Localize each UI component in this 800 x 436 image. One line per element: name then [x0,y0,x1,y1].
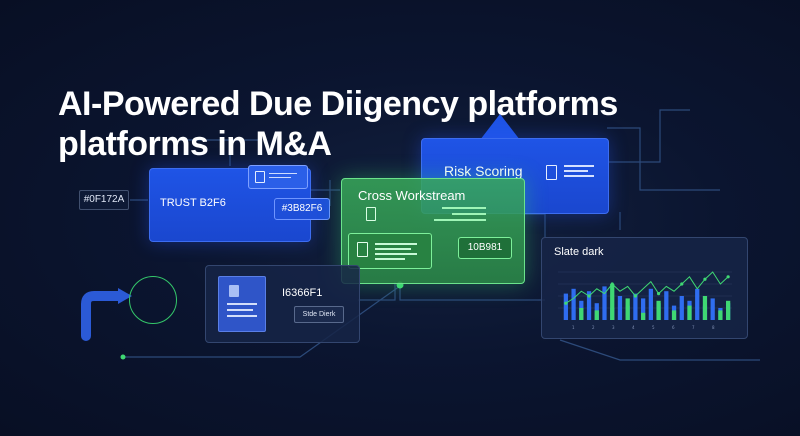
color-chip-blue: #3B82F6 [274,198,330,220]
chart-tick-label: 3 [612,325,615,330]
chart-bar [633,293,638,320]
document-icon-glyph [229,285,239,297]
chart-tick-label: 2 [592,325,595,330]
text-line [434,219,486,221]
chart-bar [664,291,669,320]
text-line [375,258,405,260]
chart-bar [648,288,653,320]
risk-card-pointer [480,114,520,140]
chart-point [680,282,684,286]
page-title: AI-Powered Due Diigency platforms platfo… [58,84,658,164]
chart-panel[interactable]: 1 2 3 4 5 6 7 8 Slate dark [541,237,748,339]
chart-point [656,292,661,296]
text-line [227,303,257,305]
text-line [375,253,417,255]
chart-tick-label: 7 [692,325,695,330]
document-icon [218,276,266,332]
text-line [564,165,594,167]
chart-bar [625,298,630,320]
chart-bar [710,298,715,320]
bar-chart: 1 2 3 4 5 6 7 8 [558,271,732,330]
chart-tick-label: 6 [672,325,675,330]
ring-node [129,276,177,324]
text-line [227,315,257,317]
chart-bar [602,286,607,320]
text-line [452,213,486,215]
chart-tick-label: 1 [572,325,575,330]
chart-bar [594,310,599,320]
chart-bar [718,310,723,320]
page-title-line2: platforms in M&A [58,125,332,163]
chart-bar [679,296,684,320]
page-title-line1: AI-Powered Due Diigency platforms [58,85,618,123]
chart-bar [671,310,677,320]
text-line [442,207,486,209]
text-line [564,170,588,172]
chart-bar [617,296,623,320]
chart-tick-label: 8 [712,325,715,330]
chart-line [565,271,729,304]
text-line [375,243,417,245]
chart-bar [641,298,646,320]
left-panel-chip: Stde Dierk [294,306,344,323]
chart-bar [695,288,700,320]
chart-bar [656,300,661,320]
cross-workstream-label: Cross Workstream [358,188,466,203]
left-panel-card[interactable]: I6366F1 Stde Dierk [205,265,360,343]
document-icon-glyph [255,171,265,183]
text-line [227,309,253,311]
chart-bar [571,288,576,320]
text-line [269,173,297,174]
document-icon [357,242,368,257]
cross-workstream-card[interactable]: Cross Workstream 10B981 [341,178,525,284]
chart-point [633,294,638,298]
chart-title: Slate dark [554,246,604,258]
text-line [564,175,594,177]
document-icon [366,207,376,221]
color-chip-green: 10B981 [458,237,512,259]
chart-tick-label: 4 [632,325,635,330]
trust-card-label: TRUST B2F6 [160,197,226,209]
text-line [269,177,291,178]
chart-bar [726,300,731,320]
text-line [375,248,411,250]
chart-bar [687,305,692,320]
chart-point [726,275,730,279]
color-hex-label: #0F172A [79,190,129,210]
chart-point [564,301,568,305]
chart-point [703,277,707,281]
chart-bar [586,291,592,320]
left-panel-code: I6366F1 [282,287,323,299]
chart-bar [702,296,708,320]
chart-point [610,282,614,286]
cross-doc-panel [348,233,432,269]
document-icon [544,161,604,185]
chart-bar [579,308,584,320]
risk-scoring-label: Risk Scoring [444,163,523,179]
chart-bar [641,312,646,320]
chart-tick-label: 5 [652,325,655,330]
chart-bar [563,293,568,320]
chart-point [587,294,591,298]
document-icon-glyph [546,165,557,180]
document-icon [248,165,308,189]
chart-bar [610,284,615,320]
